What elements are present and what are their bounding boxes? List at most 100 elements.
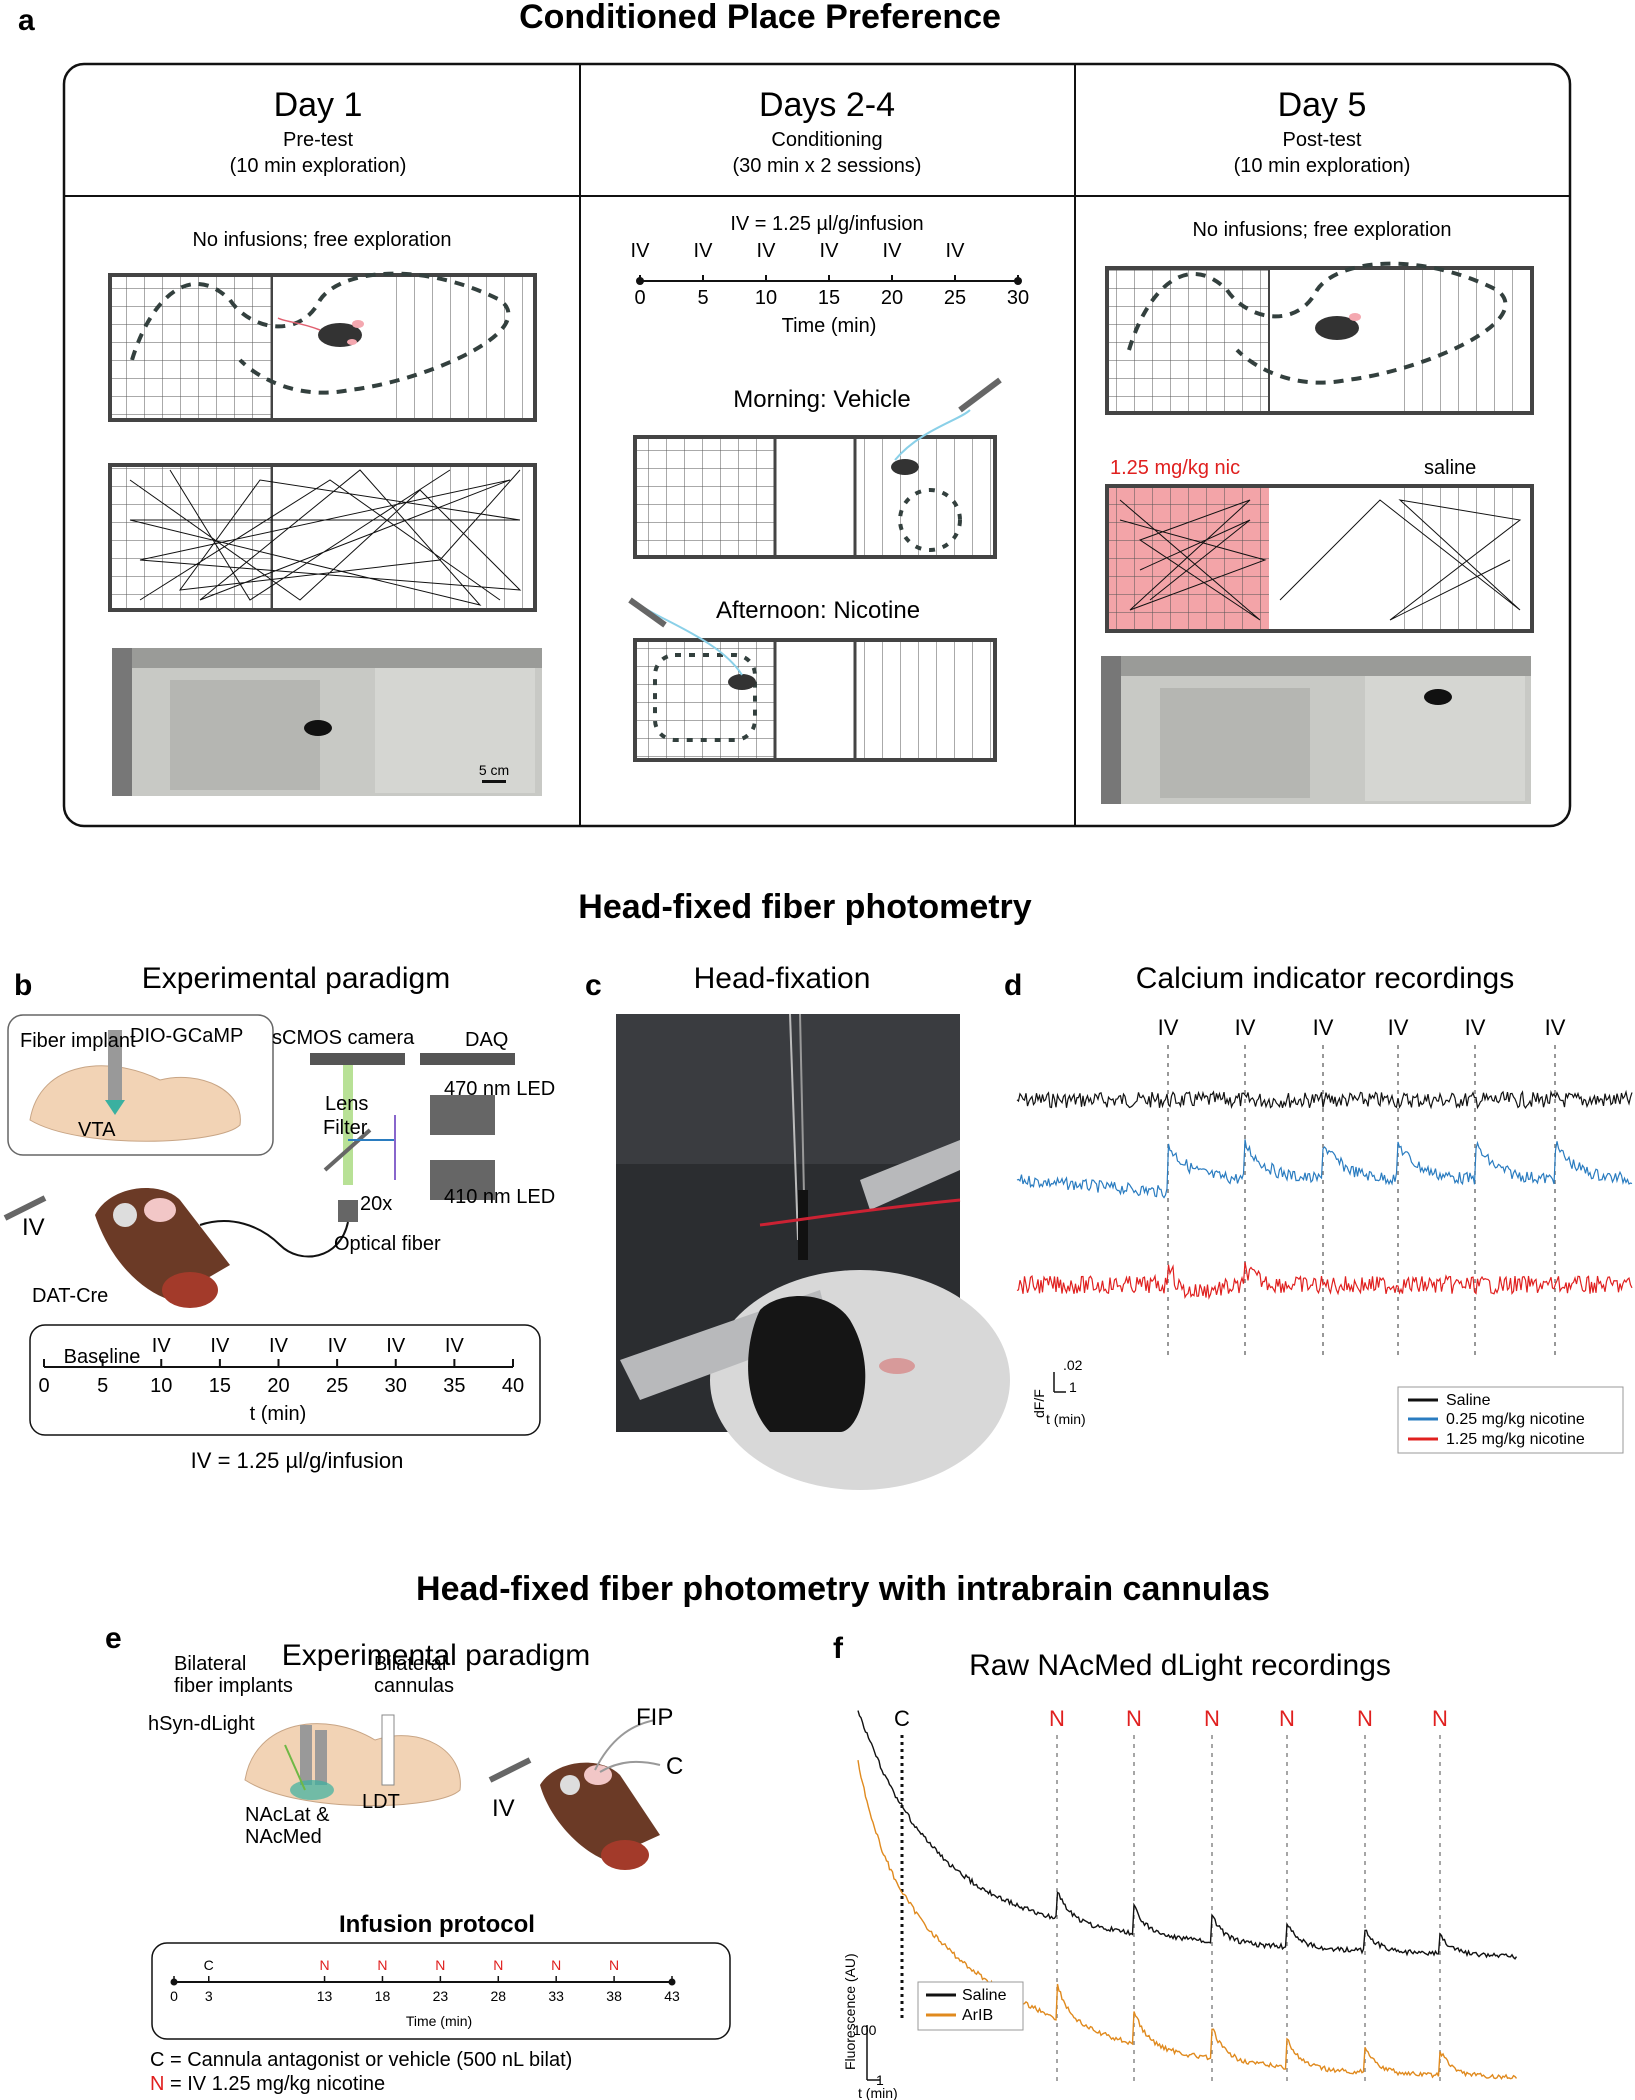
nic-zone-label: 1.25 mg/kg nic — [1110, 457, 1240, 479]
legend-c-text: C = Cannula antagonist or vehicle (500 n… — [150, 2049, 572, 2071]
trace-saline — [857, 1710, 1518, 1960]
timeline-tick-label: 0 — [634, 287, 645, 309]
panel-f-scale-x: 1 — [876, 2072, 884, 2088]
b-timeline-tick-label: 0 — [38, 1375, 49, 1397]
daq-label: DAQ — [465, 1029, 508, 1051]
trace-arib — [857, 1759, 1518, 2081]
bilat-fiber-label-1: Bilateral — [174, 1653, 246, 1675]
panel-e-title: Experimental paradigm — [282, 1639, 590, 1672]
saline-zone-label: saline — [1424, 457, 1476, 479]
panel-b-title: Experimental paradigm — [142, 962, 450, 995]
f-n-marker: N — [1432, 1706, 1448, 1731]
panel-e-axis-label: Time (min) — [406, 2013, 472, 2029]
nac-label-2: NAcMed — [245, 1826, 322, 1848]
iv-marker-label: IV — [1313, 1015, 1334, 1040]
e-n-marker: N — [435, 1957, 445, 1973]
fip-label: FIP — [636, 1704, 673, 1731]
iv-marker-label: IV — [694, 240, 714, 262]
panel-letter-d: d — [1004, 969, 1022, 1002]
day1-track-diagram — [108, 463, 537, 612]
panel-b-axis-label: t (min) — [250, 1403, 307, 1425]
hsyn-label: hSyn-dLight — [148, 1713, 255, 1735]
e-timeline-tick-label: 3 — [205, 1988, 213, 2004]
f-n-marker: N — [1357, 1706, 1373, 1731]
iv-marker-label: IV — [1388, 1015, 1409, 1040]
panel-d-title: Calcium indicator recordings — [1136, 962, 1515, 995]
f-n-marker: N — [1126, 1706, 1142, 1731]
legend-nic-low: 0.25 mg/kg nicotine — [1446, 1411, 1585, 1428]
cpp-frame — [62, 62, 1572, 828]
optical-fiber-label: Optical fiber — [334, 1233, 441, 1255]
e-timeline-start — [170, 1978, 178, 1986]
iv-marker-label: IV — [1235, 1015, 1256, 1040]
b-timeline-tick-label: 10 — [150, 1375, 172, 1397]
panel-letter-e: e — [105, 1622, 122, 1655]
panel-f-y-label: Fluorescence (AU) — [842, 1953, 858, 2070]
e-n-marker: N — [551, 1957, 561, 1973]
iv-marker-label: IV — [883, 240, 903, 262]
day5-phase: Post-test — [1283, 129, 1362, 151]
f-n-marker: N — [1204, 1706, 1220, 1731]
filter-label: Filter — [323, 1117, 368, 1139]
objective-label: 20x — [360, 1193, 392, 1215]
e-c-marker: C — [204, 1957, 214, 1973]
mouse-head-diagram — [3, 1188, 230, 1308]
vta-label: VTA — [78, 1119, 116, 1141]
day1-phase: Pre-test — [283, 129, 353, 151]
day5-detail: (10 min exploration) — [1234, 155, 1411, 177]
b-iv-marker-label: IV — [269, 1335, 289, 1357]
day24-phase: Conditioning — [771, 129, 882, 151]
timeline-tick-label: 25 — [944, 287, 966, 309]
camera-label: sCMOS camera — [272, 1027, 415, 1049]
day1-detail: (10 min exploration) — [230, 155, 407, 177]
trace-nic-high — [1016, 1261, 1633, 1300]
e-n-marker: N — [493, 1957, 503, 1973]
brain-inset-diagram — [7, 1014, 274, 1156]
panel-d-scale-x-label: t (min) — [1046, 1411, 1086, 1427]
panel-d-legend: Saline 0.25 mg/kg nicotine 1.25 mg/kg ni… — [1397, 1386, 1624, 1454]
timeline-tick-label: 15 — [818, 287, 840, 309]
panel-c-title: Head-fixation — [694, 962, 871, 995]
bilat-cannula-label-2: cannulas — [374, 1675, 454, 1697]
e-timeline-tick-label: 18 — [375, 1988, 391, 2004]
day5-note: No infusions; free exploration — [1192, 219, 1451, 241]
b-timeline-tick-label: 40 — [502, 1375, 524, 1397]
panel-d-scale-y: .02 — [1063, 1357, 1083, 1373]
legend-n-text: N = IV 1.25 mg/kg nicotine — [150, 2073, 385, 2095]
panel-f-x-label: t (min) — [858, 2085, 898, 2100]
f-c-marker: C — [894, 1706, 910, 1731]
section-title-cpp: Conditioned Place Preference — [519, 0, 1001, 36]
panel-b-iv-label: IV — [22, 1214, 45, 1241]
b-timeline-tick-label: 25 — [326, 1375, 348, 1397]
e-timeline-end — [668, 1978, 676, 1986]
day24-detail: (30 min x 2 sessions) — [733, 155, 922, 177]
f-n-marker: N — [1279, 1706, 1295, 1731]
day1-note: No infusions; free exploration — [192, 229, 451, 251]
b-timeline-tick-label: 35 — [443, 1375, 465, 1397]
day24-title: Days 2-4 — [759, 86, 895, 124]
panel-letter-a: a — [18, 4, 35, 37]
morning-label: Morning: Vehicle — [733, 386, 910, 413]
e-timeline-tick-label: 33 — [548, 1988, 564, 2004]
iv-marker-label: IV — [1465, 1015, 1486, 1040]
led470-label: 470 nm LED — [444, 1078, 555, 1100]
legend-f-saline: Saline — [962, 1987, 1007, 2004]
iv-marker-label: IV — [820, 240, 840, 262]
day5-video-frame — [1101, 656, 1531, 804]
day1-arena-diagram — [108, 271, 537, 422]
panel-d-scale-y-label: dF/F — [1031, 1389, 1047, 1418]
panel-d-scale-x: 1 — [1069, 1379, 1077, 1395]
infusion-protocol-title: Infusion protocol — [339, 1911, 535, 1938]
scale-bar-label: 5 cm — [479, 762, 509, 778]
panel-e-mouse-diagram — [488, 1719, 661, 1870]
timeline-tick-label: 10 — [755, 287, 777, 309]
panel-letter-c: c — [585, 969, 602, 1002]
e-timeline-tick-label: 28 — [490, 1988, 506, 2004]
morning-arena-diagram — [633, 377, 1002, 559]
panel-e-brain-diagram — [244, 1714, 461, 1807]
b-timeline-tick-label: 15 — [209, 1375, 231, 1397]
led410-label: 410 nm LED — [444, 1186, 555, 1208]
timeline-tick-label: 30 — [1007, 287, 1029, 309]
